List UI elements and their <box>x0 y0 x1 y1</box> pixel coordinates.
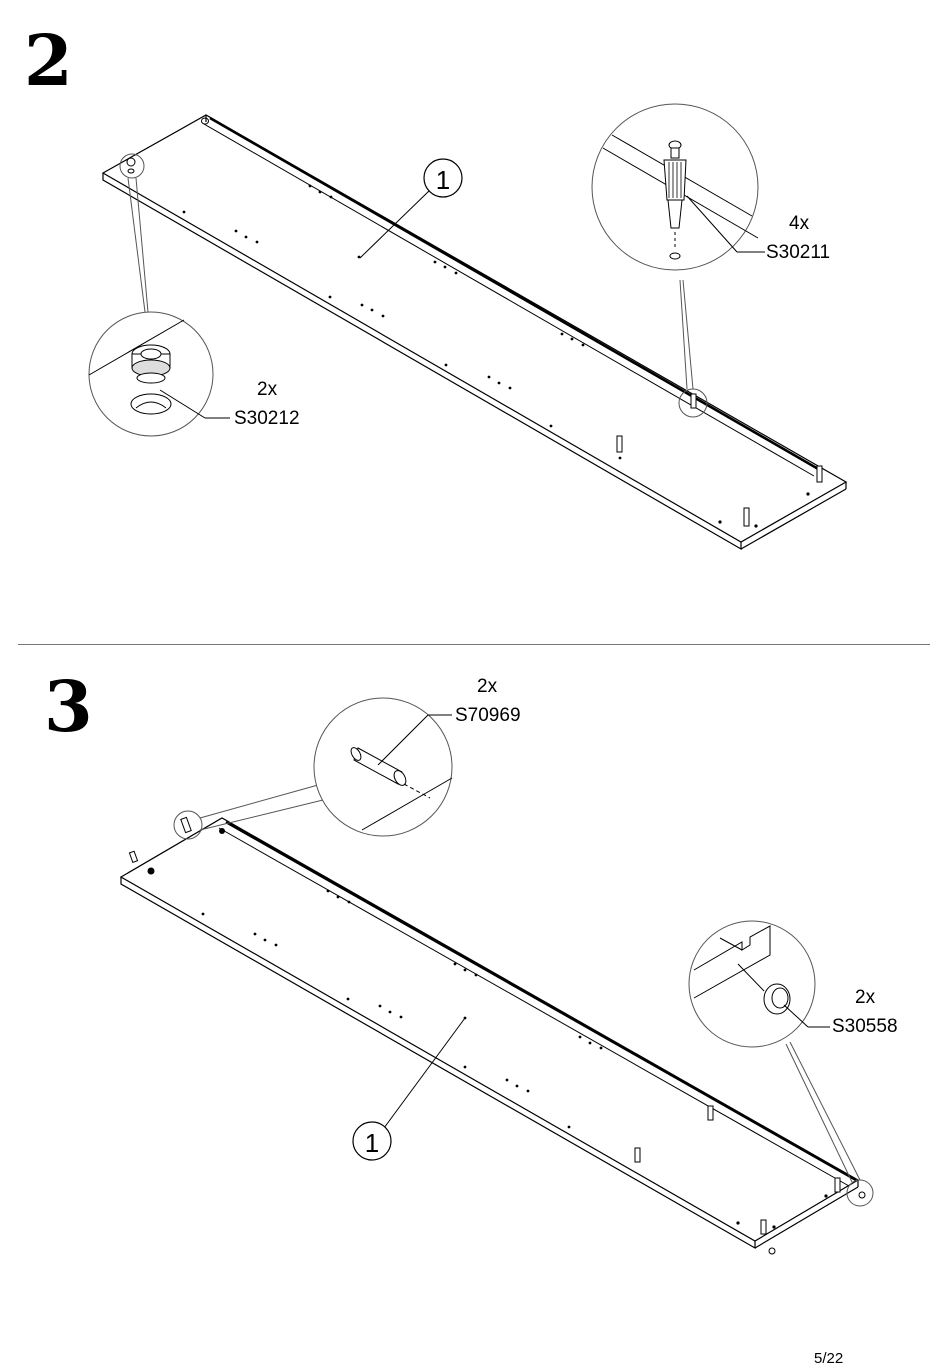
step-2-callout-code-bolt: S30211 <box>766 243 830 263</box>
step-2-detail-bolt <box>592 104 765 270</box>
step-2-part-label: 1 <box>436 165 450 195</box>
step-3-detail-peg <box>689 921 830 1047</box>
step-3-callout-code-dowel: S70969 <box>455 706 521 726</box>
step-2-callout-qty-cam: 2x <box>257 380 277 400</box>
step-3-part-label: 1 <box>365 1128 379 1158</box>
step-3-callout-qty-peg: 2x <box>855 988 875 1008</box>
step-2-callout-code-cam: S30212 <box>234 409 300 429</box>
step-2-illustration: 1 <box>0 0 950 640</box>
step-3-illustration: 1 <box>0 650 950 1290</box>
step-3-callout-code-peg: S30558 <box>832 1017 898 1037</box>
section-divider <box>18 644 930 645</box>
step-2-callout-qty-bolt: 4x <box>789 214 809 234</box>
step-3-detail-dowel <box>314 698 452 836</box>
step-3-panel-edge <box>121 877 755 1248</box>
page-number: 5/22 <box>814 1351 843 1367</box>
step-2-detail-cam <box>89 312 230 436</box>
step-3-callout-qty-dowel: 2x <box>477 677 497 697</box>
